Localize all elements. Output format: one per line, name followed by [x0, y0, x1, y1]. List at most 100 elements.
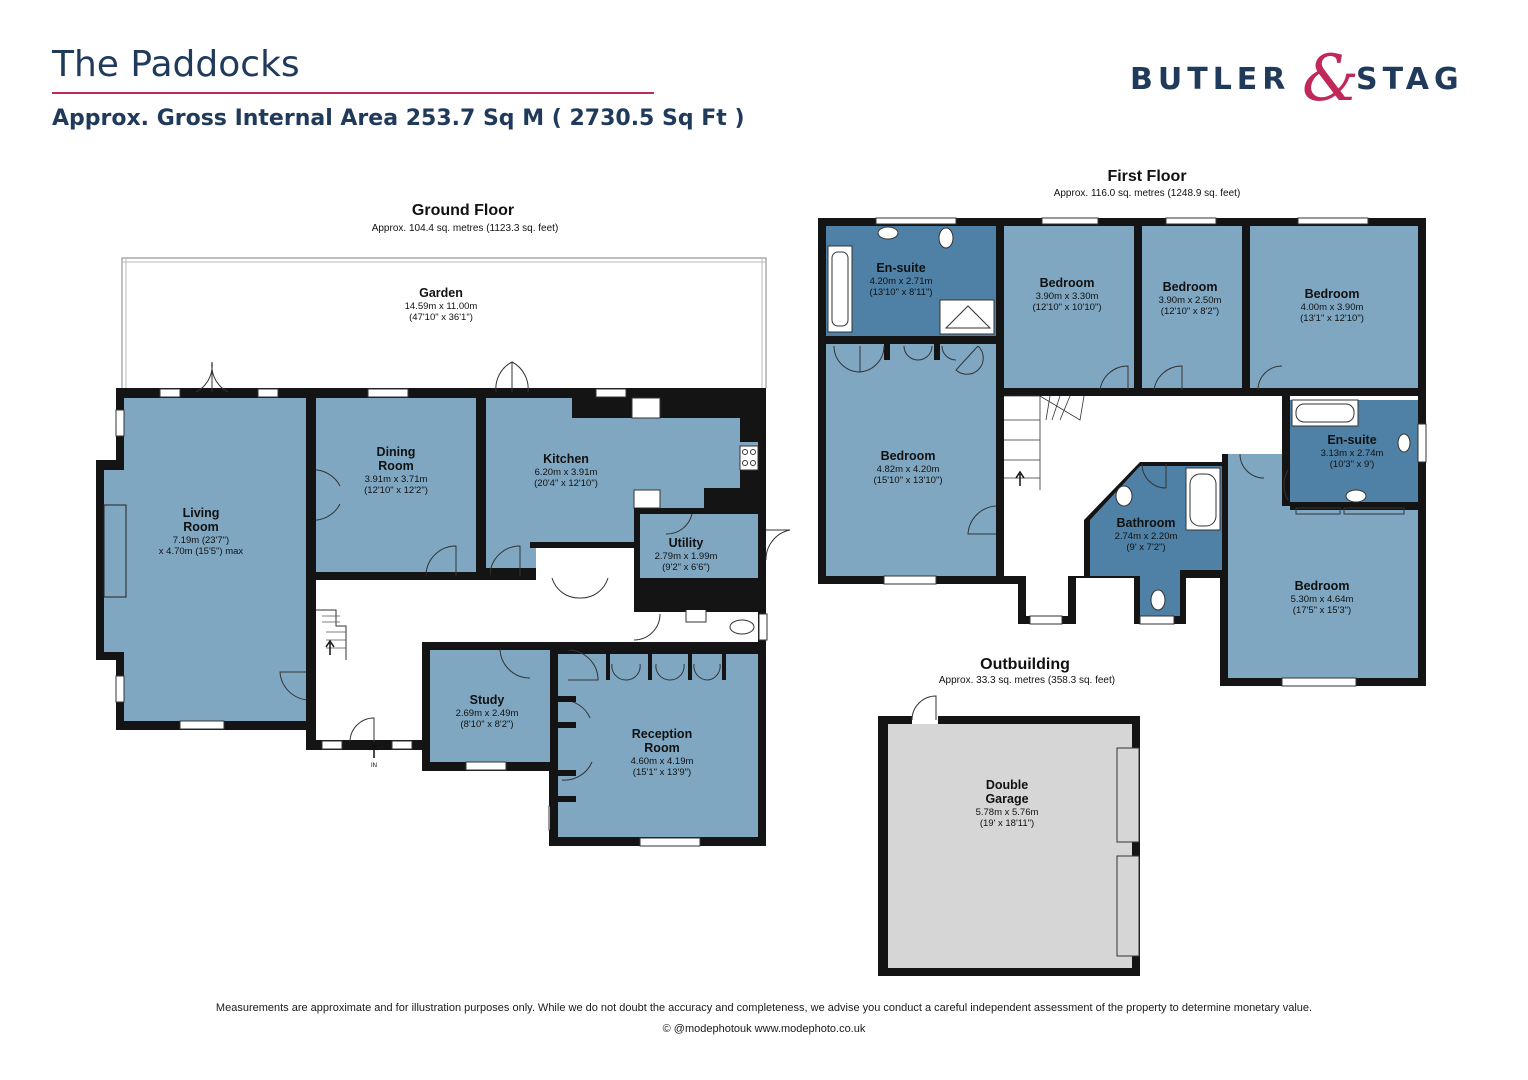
ensuite-1-name: En-suite [876, 261, 925, 275]
ground-floor-rooms: IN [103, 361, 791, 847]
page-title: The Paddocks [52, 44, 300, 85]
copyright-text: © @modephotouk www.modephoto.co.uk [662, 1023, 866, 1035]
disclaimer-text: Measurements are approximate and for ill… [215, 1002, 1313, 1014]
first-floor-windows [875, 217, 1427, 687]
bedroom-c-dim-2: (13'1" x 12'10") [1300, 313, 1364, 324]
ground-floor: Ground Floor Approx. 104.4 sq. metres (1… [96, 202, 791, 847]
living-room [104, 398, 306, 721]
utility-dim-2: (9'2" x 6'6") [662, 562, 710, 573]
dining-room-dim-1: 3.91m x 3.71m [365, 474, 428, 485]
ground-floor-area: Approx. 104.4 sq. metres (1123.3 sq. fee… [372, 223, 559, 234]
first-floor-interior-walls [826, 218, 1418, 578]
logo-word-stag: STAG [1356, 62, 1464, 97]
ground-interior-walls [306, 388, 766, 846]
utility-name: Utility [669, 536, 704, 550]
ground-doors [195, 361, 791, 781]
bedroom-c [1250, 226, 1418, 388]
double-garage [888, 724, 1132, 968]
first-floor-area: Approx. 116.0 sq. metres (1248.9 sq. fee… [1054, 188, 1241, 199]
garage-side-door [911, 695, 937, 721]
dining-room [316, 398, 476, 572]
bedroom-b [1142, 226, 1242, 388]
ground-floor-labels: Living Room 7.19m (23'7") x 4.70m (15'5"… [159, 445, 718, 778]
hallway [316, 548, 758, 642]
bedroom-b-dim-1: 3.90m x 2.50m [1159, 295, 1222, 306]
garage-door-1 [1116, 747, 1140, 843]
living-room-name-2: Room [183, 520, 218, 534]
bedroom-b-dim-2: (12'10" x 8'2") [1161, 306, 1219, 317]
bathroom-dim-2: (9' x 7'2") [1126, 542, 1165, 553]
bedroom-a-dim-2: (12'10" x 10'10") [1033, 302, 1102, 313]
garage-dim-1: 5.78m x 5.76m [976, 807, 1039, 818]
bedroom-b-name: Bedroom [1163, 280, 1218, 294]
ground-floor-title: Ground Floor [412, 202, 514, 219]
study-name: Study [470, 693, 505, 707]
kitchen-dim-2: (20'4" x 12'10") [534, 478, 598, 489]
garage-door-2 [1116, 855, 1140, 957]
kitchen-name: Kitchen [543, 452, 589, 466]
reception-room-dim-1: 4.60m x 4.19m [631, 756, 694, 767]
bathroom-dim-1: 2.74m x 2.20m [1115, 531, 1178, 542]
logo-ampersand: & [1302, 42, 1359, 116]
living-room-dim-2: x 4.70m (15'5") max [159, 546, 244, 557]
bedroom-main [826, 344, 996, 576]
reception-room-name-1: Reception [632, 727, 692, 741]
entrance-arrow-icon [369, 742, 379, 758]
ensuite-2-dim-2: (10'3" x 9') [1330, 459, 1375, 470]
living-room-name-1: Living [183, 506, 220, 520]
entrance-label: IN [371, 763, 377, 769]
bedroom-d-dim-1: 5.30m x 4.64m [1291, 594, 1354, 605]
utility-room [640, 514, 758, 578]
garden-dim-imperial: (47'10" x 36'1") [409, 312, 473, 323]
reception-room [558, 654, 758, 837]
bedroom-a [1004, 226, 1134, 388]
bedroom-a-dim-1: 3.90m x 3.30m [1036, 291, 1099, 302]
garden-label: Garden [419, 286, 463, 300]
ensuite-2-dim-1: 3.13m x 2.74m [1321, 448, 1384, 459]
bedroom-main-dim-2: (15'10" x 13'10") [874, 475, 943, 486]
garden-dim-metric: 14.59m x 11.00m [405, 301, 478, 312]
bedroom-c-name: Bedroom [1305, 287, 1360, 301]
title-divider [52, 92, 654, 94]
outbuilding-title: Outbuilding [980, 656, 1070, 673]
first-floor-labels: En-suite 4.20m x 2.71m (13'10" x 8'11") … [869, 261, 1383, 616]
bedroom-a-name: Bedroom [1040, 276, 1095, 290]
ensuite-1-dim-2: (13'10" x 8'11") [869, 287, 932, 298]
logo-word-butler: BUTLER [1130, 62, 1291, 97]
garage-name-1: Double [986, 778, 1028, 792]
butler-stag-logo: BUTLER & STAG [1130, 42, 1476, 116]
first-stairs [1004, 395, 1085, 490]
gross-area-subtitle: Approx. Gross Internal Area 253.7 Sq M (… [52, 106, 745, 131]
garage-dim-2: (19' x 18'11") [980, 818, 1034, 829]
study-dim-2: (8'10" x 8'2") [460, 719, 513, 730]
first-floor-fittings [827, 226, 1411, 611]
kitchen-dim-1: 6.20m x 3.91m [535, 467, 598, 478]
kitchen-fittings [631, 397, 759, 635]
landing [1004, 396, 1418, 616]
ensuite-2-name: En-suite [1327, 433, 1376, 447]
garage-name-2: Garage [985, 792, 1028, 806]
kitchen [486, 398, 758, 568]
reception-room-name-2: Room [644, 741, 679, 755]
garden: Garden 14.59m x 11.00m (47'10" x 36'1") [121, 257, 767, 388]
reception-room-dim-2: (15'1" x 13'9") [633, 767, 691, 778]
bathroom-name: Bathroom [1116, 516, 1175, 530]
first-floor-rooms [826, 226, 1418, 678]
utility-dim-1: 2.79m x 1.99m [655, 551, 718, 562]
dining-room-dim-2: (12'10" x 12'2") [364, 485, 428, 496]
bedroom-c-dim-1: 4.00m x 3.90m [1301, 302, 1364, 313]
first-floor-title: First Floor [1107, 168, 1186, 185]
bedroom-d-dim-2: (17'5" x 15'3") [1293, 605, 1351, 616]
bedroom-main-name: Bedroom [881, 449, 936, 463]
first-floor-doors [833, 345, 1405, 535]
outbuilding: Outbuilding Approx. 33.3 sq. metres (358… [878, 656, 1140, 976]
living-room-dim-1: 7.19m (23'7") [173, 535, 229, 546]
first-floor: First Floor Approx. 116.0 sq. metres (12… [818, 168, 1427, 687]
study-dim-1: 2.69m x 2.49m [456, 708, 519, 719]
bedroom-main-dim-1: 4.82m x 4.20m [877, 464, 940, 475]
ensuite-1-dim-1: 4.20m x 2.71m [870, 276, 933, 287]
dining-room-name-1: Dining [377, 445, 416, 459]
outbuilding-area: Approx. 33.3 sq. metres (358.3 sq. feet) [939, 675, 1115, 686]
ground-stairs [316, 609, 347, 660]
